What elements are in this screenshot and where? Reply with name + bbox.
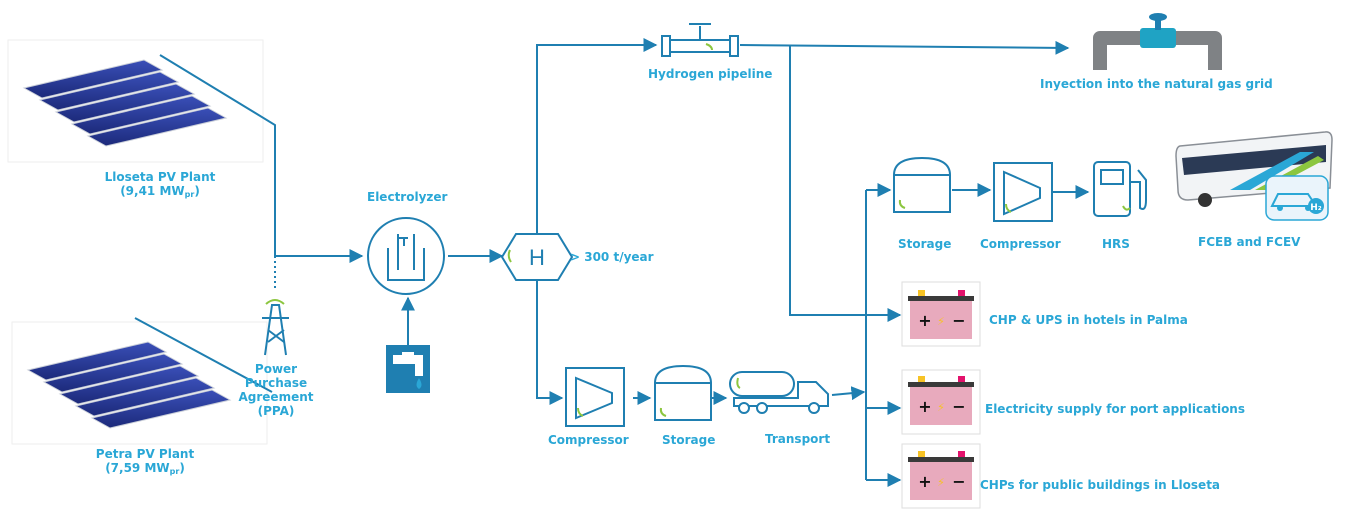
battery-bolt-icon: ⚡ [937, 315, 945, 328]
transport-label: Transport [765, 432, 830, 446]
lloseta-plant-capacity: (9,41 MWpr) [60, 184, 260, 202]
mobility-compressor-label: Compressor [980, 237, 1061, 251]
hrs-label: HRS [1102, 237, 1130, 251]
battery-icon-hotels [902, 282, 980, 346]
water-tap-icon [386, 345, 430, 393]
mobility-storage-label: Storage [898, 237, 951, 251]
gas-grid-injection-label: Inyection into the natural gas grid [1040, 77, 1273, 91]
storage-tank-icon [894, 158, 950, 212]
hydrogen-pipeline-label: Hydrogen pipeline [648, 67, 772, 81]
lloseta-pv-plant-image [8, 40, 263, 162]
battery-bolt-icon: ⚡ [937, 401, 945, 414]
battery-minus-sign: − [952, 311, 965, 330]
petra-plant-name: Petra PV Plant [45, 447, 245, 461]
transport-compressor-icon [566, 368, 624, 426]
ppa-line-1: Power [236, 362, 316, 376]
hydrogen-production-rate: > 300 t/year [570, 250, 654, 264]
transport-compressor-label: Compressor [548, 433, 629, 447]
lloseta-plant-name: Lloseta PV Plant [60, 170, 260, 184]
ppa-line-3: Agreement [236, 390, 316, 404]
electrolyzer-label: Electrolyzer [367, 190, 447, 204]
pipeline-valve-icon [662, 24, 738, 56]
petra-plant-capacity: (7,59 MWpr) [45, 461, 245, 479]
petra-pv-plant-image [12, 322, 267, 444]
end-use-port-label: Electricity supply for port applications [985, 402, 1245, 416]
ppa-line-4: (PPA) [236, 404, 316, 418]
battery-plus-sign: + [918, 311, 931, 330]
battery-plus-sign: + [918, 397, 931, 416]
battery-plus-sign: + [918, 472, 931, 491]
vehicles-label: FCEB and FCEV [1198, 235, 1300, 249]
hydrogen-refueling-station-icon [1094, 162, 1146, 216]
battery-minus-sign: − [952, 397, 965, 416]
electrolyzer-icon [368, 218, 444, 294]
tube-trailer-truck-icon [730, 372, 828, 413]
hydrogen-hexagon-icon: H [502, 234, 572, 280]
battery-minus-sign: − [952, 472, 965, 491]
hydrogen-symbol: H [529, 245, 545, 270]
fuel-cell-bus-and-car-image: H₂ [1176, 132, 1332, 220]
petra-plant-label: Petra PV Plant (7,59 MWpr) [45, 447, 245, 479]
end-use-public-buildings-label: CHPs for public buildings in Lloseta [980, 478, 1220, 492]
ppa-label: Power Purchase Agreement (PPA) [236, 362, 316, 418]
gas-grid-pipe-icon [1074, 4, 1232, 80]
ppa-line-2: Purchase [236, 376, 316, 390]
lloseta-plant-label: Lloseta PV Plant (9,41 MWpr) [60, 170, 260, 202]
compressor-icon [994, 163, 1052, 221]
transport-storage-label: Storage [662, 433, 715, 447]
battery-bolt-icon: ⚡ [937, 476, 945, 489]
h2-badge: H₂ [1310, 203, 1322, 213]
transport-storage-tank-icon [655, 366, 711, 420]
end-use-hotels-label: CHP & UPS in hotels in Palma [989, 313, 1188, 327]
